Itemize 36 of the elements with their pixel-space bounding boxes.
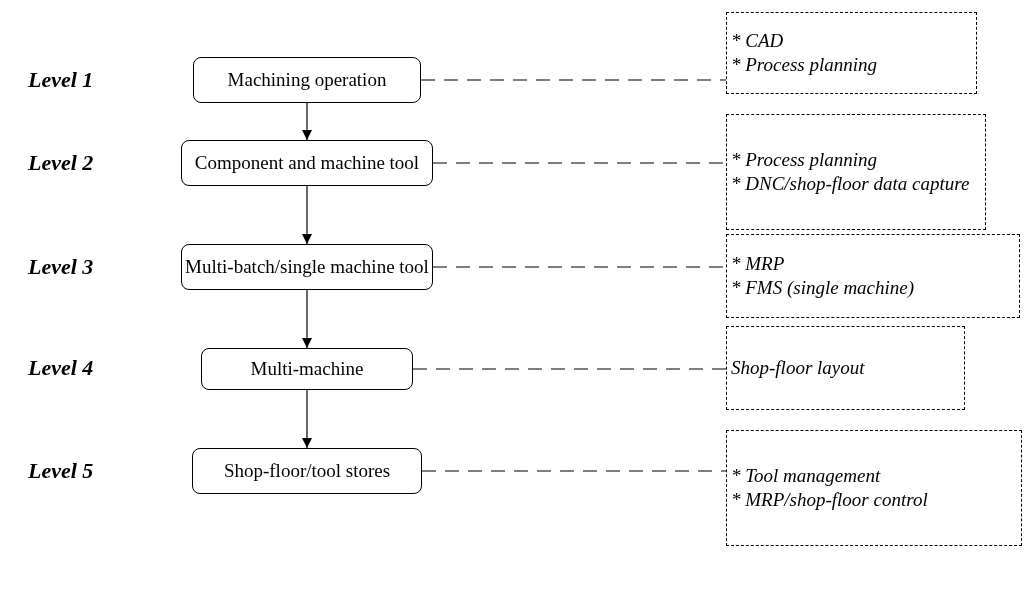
dashed-note-box [726, 234, 1020, 318]
level-label: Level 3 [28, 256, 94, 278]
process-box [192, 448, 422, 494]
note-text: * Process planning [731, 53, 878, 77]
box-label: Multi-batch/single machine tool [185, 255, 429, 279]
process-box [181, 140, 433, 186]
note-text: * Process planning [731, 148, 878, 172]
dashed-connector [421, 470, 727, 472]
arrow [302, 289, 312, 349]
level-label: Level 4 [28, 357, 94, 379]
level-label: Level 5 [28, 460, 94, 482]
dashed-connector [412, 368, 727, 370]
process-box [201, 348, 413, 390]
note-text: * MRP/shop-floor control [731, 488, 929, 512]
note-text: * Tool management [731, 464, 882, 488]
box-label: Machining operation [227, 68, 387, 92]
note-text: * DNC/shop-floor data capture [731, 172, 971, 196]
arrow [302, 389, 312, 449]
dashed-connector [420, 79, 727, 81]
note-text: Shop-floor layout [731, 356, 866, 380]
process-box [181, 244, 433, 290]
note-text: * FMS (single machine) [731, 276, 916, 300]
arrow [302, 185, 312, 245]
process-box [193, 57, 421, 103]
box-label: Component and machine tool [194, 151, 420, 175]
dashed-note-box [726, 326, 965, 410]
level-label: Level 1 [28, 69, 94, 91]
box-label: Multi-machine [250, 357, 364, 381]
level-label: Level 2 [28, 152, 94, 174]
note-text: * MRP [731, 252, 786, 276]
note-text: * CAD [731, 29, 785, 53]
box-label: Shop-floor/tool stores [223, 459, 391, 483]
arrow [302, 102, 312, 141]
dashed-note-box [726, 114, 986, 230]
dashed-note-box [726, 12, 977, 94]
dashed-note-box [726, 430, 1022, 546]
